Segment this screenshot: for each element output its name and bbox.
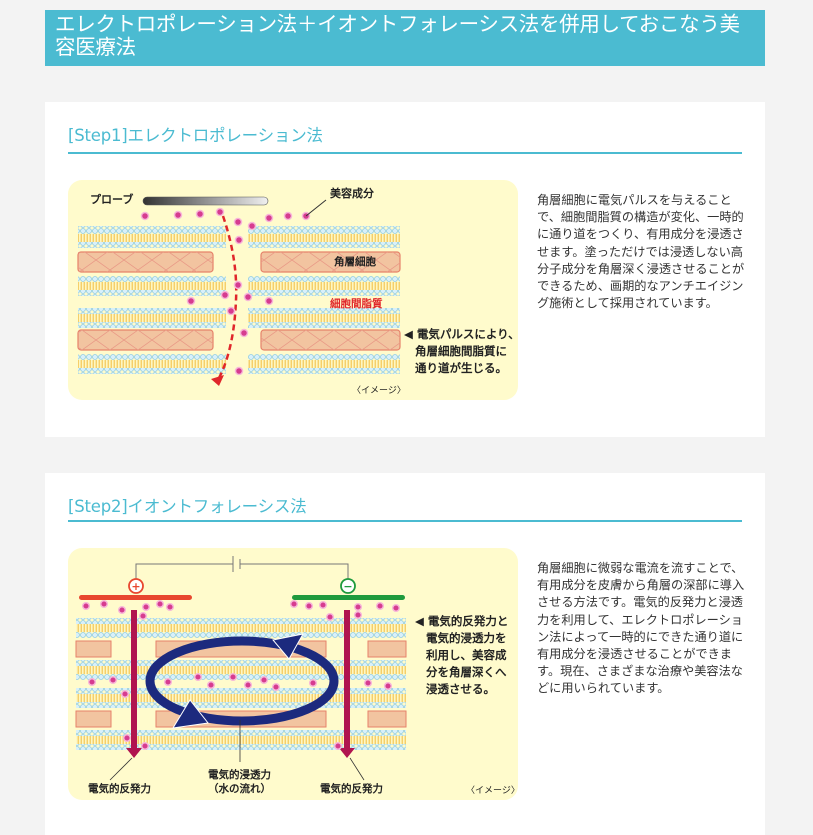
circuit-wire <box>135 556 349 583</box>
osmotic-force-label: 電気的浸透力 <box>208 769 271 781</box>
stratum-corneum-layers <box>77 226 401 374</box>
callout-line: 浸透させる。 <box>426 682 495 696</box>
left-repulsion-label: 電気的反発力 <box>88 783 151 795</box>
pulse-path-arrow <box>211 215 238 386</box>
step1-card: [Step1]エレクトロポレーション法 <box>45 102 765 437</box>
svg-text:+: + <box>131 580 140 593</box>
step2-heading: [Step2]イオントフォレーシス法 <box>68 497 307 516</box>
probe-label: プローブ <box>90 193 134 206</box>
svg-text:−: − <box>343 580 352 593</box>
pulse-callout: ◀ 電気パルスにより、 角層細胞間脂質に 通り道が生じる。 <box>404 326 518 377</box>
water-flow-label: （水の流れ） <box>208 783 271 795</box>
page-title: エレクトロポレーション法＋イオントフォレーシス法を併用しておこなう美容医療法 <box>55 12 740 59</box>
water-flow-arrow <box>145 633 339 729</box>
right-repulsion-label: 電気的反発力 <box>320 783 383 795</box>
repulsion-arrow-right <box>339 610 355 758</box>
iontophoresis-illustration: + − <box>75 556 407 781</box>
callout-line: 通り道が生じる。 <box>415 361 507 375</box>
callout-line: 電気的浸透力を <box>426 631 507 645</box>
callout-line: ◀ 電気的反発力と <box>415 614 509 628</box>
step1-description: 角層細胞に電気パルスを与えることで、細胞間脂質の構造が変化、一時的に通り道をつく… <box>537 193 745 311</box>
step2-description: 角層細胞に微弱な電流を流すことで、有用成分を皮膚から角層の深部に導入させる方法で… <box>537 561 745 696</box>
cell-label: 角層細胞 <box>334 256 376 268</box>
image-note: 〈イメージ〉 <box>466 786 518 796</box>
callout-line: 角層細胞間脂質に <box>415 344 507 358</box>
image-note: 〈イメージ〉 <box>352 386 406 396</box>
label-leader-lines <box>109 720 365 781</box>
step2-divider <box>68 520 742 522</box>
iontophoresis-callout: ◀ 電気的反発力と 電気的浸透力を 利用し、美容成 分を角層深くへ 浸透させる。 <box>415 613 508 698</box>
page-title-banner: エレクトロポレーション法＋イオントフォレーシス法を併用しておこなう美容医療法 <box>45 10 765 66</box>
lipid-label: 細胞間脂質 <box>330 298 383 310</box>
minus-electrode-icon <box>292 578 405 600</box>
callout-line: ◀ 電気パルスにより、 <box>404 327 518 341</box>
beauty-ingredient-dots <box>81 599 401 751</box>
plus-electrode-icon <box>79 578 192 600</box>
callout-line: 利用し、美容成 <box>426 648 507 662</box>
step1-divider <box>68 152 742 154</box>
step2-card: [Step2]イオントフォレーシス法 <box>45 473 765 835</box>
callout-line: 分を角層深くへ <box>426 665 507 679</box>
ingredient-label: 美容成分 <box>330 187 374 200</box>
electroporation-illustration <box>77 196 401 386</box>
electroporation-diagram: プローブ 美容成分 角層細胞 細胞間脂質 ◀ 電気パルスにより、 角層細胞間脂質… <box>68 180 518 400</box>
iontophoresis-diagram: + − <box>68 548 518 800</box>
step1-heading: [Step1]エレクトロポレーション法 <box>68 126 323 145</box>
beauty-ingredient-dots <box>140 207 311 376</box>
repulsion-arrow-left <box>126 610 142 758</box>
probe-icon <box>142 196 269 206</box>
